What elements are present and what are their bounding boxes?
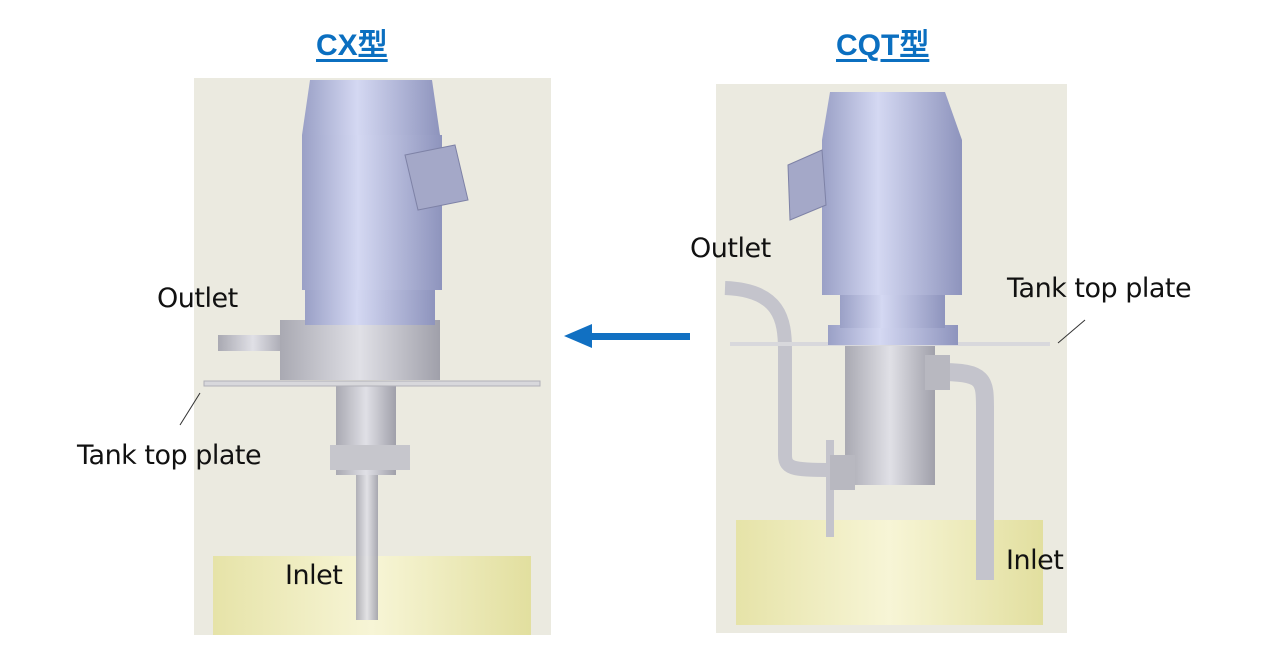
cx-tank-plate-label: Tank top plate <box>77 440 262 471</box>
cqt-plate-pointer <box>1057 319 1086 344</box>
cqt-inlet-label: Inlet <box>1006 545 1064 576</box>
cx-panel <box>194 78 551 635</box>
cx-tank-plate <box>203 380 541 387</box>
cx-outlet-label: Outlet <box>157 283 238 314</box>
cqt-title: CQT型 <box>836 29 930 62</box>
cqt-tank <box>736 520 1043 625</box>
cqt-panel <box>716 84 1067 633</box>
cqt-outlet-label: Outlet <box>690 233 771 264</box>
cqt-motor <box>822 140 962 295</box>
cqt-tank-plate-label: Tank top plate <box>1007 273 1192 304</box>
cx-outlet-pipe <box>218 335 288 351</box>
cx-plate-pointer <box>179 392 201 426</box>
cx-title: CX型 <box>316 29 388 62</box>
cx-suction-pipe <box>356 470 378 620</box>
cx-inlet-label: Inlet <box>285 560 343 591</box>
direction-arrow-icon <box>564 324 690 348</box>
